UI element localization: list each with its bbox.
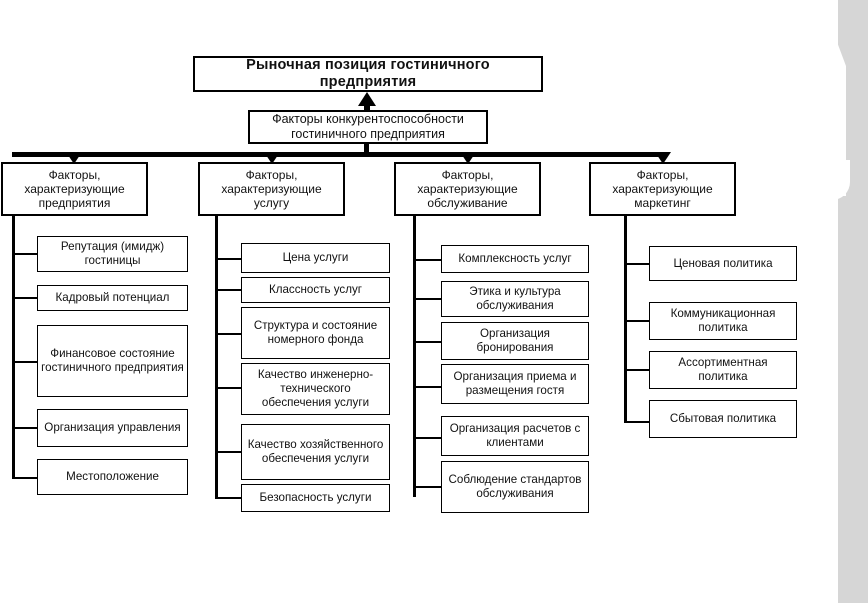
connector-stub-3-6 [413, 486, 441, 488]
arrow-bus-to-branch-1 [66, 152, 82, 164]
connector-stub-2-5 [215, 451, 242, 453]
connector-stub-1-2 [12, 297, 38, 299]
connector-trunk-branch-2 [215, 216, 218, 497]
connector-stub-3-1 [413, 259, 441, 261]
connector-stub-1-1 [12, 253, 38, 255]
leaf-management-organization: Организация управления [37, 409, 188, 447]
leaf-location: Местоположение [37, 459, 188, 495]
connector-stub-2-2 [215, 289, 242, 291]
connector-stub-4-3 [624, 369, 650, 371]
connector-stub-3-4 [413, 386, 441, 388]
leaf-client-settlement-organization: Организация расчетов с клиентами [441, 416, 589, 456]
leaf-economic-support-quality: Качество хозяйственного обеспечения услу… [241, 424, 390, 480]
leaf-booking-organization: Организация бронирования [441, 322, 589, 360]
connector-stub-4-1 [624, 263, 650, 265]
connector-trunk-branch-4 [624, 216, 627, 423]
root-node-market-position: Рыночная позиция гостиничного предприяти… [193, 56, 543, 92]
connector-level2-bus [12, 152, 664, 157]
connector-trunk-branch-1 [12, 216, 15, 479]
connector-trunk-branch-3 [413, 216, 416, 497]
leaf-reputation-image: Репутация (имидж) гостиницы [37, 236, 188, 272]
leaf-assortment-policy: Ассортиментная политика [649, 351, 797, 389]
leaf-engineering-support-quality: Качество инженерно-технического обеспече… [241, 363, 390, 415]
arrow-bus-to-branch-2 [264, 152, 280, 164]
arrow-bus-to-branch-4 [655, 152, 671, 164]
leaf-service-class: Классность услуг [241, 277, 390, 303]
connector-subtitle-root-stem [364, 104, 370, 110]
branch-heading-enterprise: Факторы, характеризующие предприятия [1, 162, 148, 216]
branch-heading-service: Факторы, характеризующие услугу [198, 162, 345, 216]
leaf-guest-reception-organization: Организация приема и размещения гостя [441, 364, 589, 404]
subtitle-node-competitiveness-factors: Факторы конкурентоспособности гостинично… [248, 110, 488, 144]
arrow-subtitle-to-root [358, 92, 376, 106]
leaf-financial-condition: Финансовое состояние гостиничного предпр… [37, 325, 188, 397]
connector-stub-4-2 [624, 320, 650, 322]
connector-stub-2-3 [215, 333, 242, 335]
connector-stub-1-3 [12, 361, 38, 363]
connector-stub-3-5 [413, 437, 441, 439]
branch-heading-marketing: Факторы, характеризующие маркетинг [589, 162, 736, 216]
connector-subtitle-down-stem [364, 144, 369, 154]
connector-stub-2-6 [215, 497, 242, 499]
leaf-service-price: Цена услуги [241, 243, 390, 273]
connector-stub-3-3 [413, 341, 441, 343]
connector-stub-1-5 [12, 477, 38, 479]
leaf-service-safety: Безопасность услуги [241, 484, 390, 512]
leaf-staff-potential: Кадровый потенциал [37, 285, 188, 311]
connector-stub-2-1 [215, 258, 242, 260]
leaf-service-standards-compliance: Соблюдение стандартов обслуживания [441, 461, 589, 513]
connector-stub-3-2 [413, 298, 441, 300]
page-curl-rounded-corner [828, 160, 850, 200]
branch-heading-servicing: Факторы, характеризующие обслуживание [394, 162, 541, 216]
leaf-ethics-and-culture: Этика и культура обслуживания [441, 281, 589, 317]
leaf-distribution-policy: Сбытовая политика [649, 400, 797, 438]
leaf-service-complexity: Комплексность услуг [441, 245, 589, 273]
leaf-communication-policy: Коммуникационная политика [649, 302, 797, 340]
leaf-pricing-policy: Ценовая политика [649, 246, 797, 281]
connector-stub-2-4 [215, 387, 242, 389]
connector-stub-1-4 [12, 427, 38, 429]
arrow-bus-to-branch-3 [460, 152, 476, 164]
connector-stub-4-4 [624, 421, 650, 423]
leaf-room-stock-structure: Структура и состояние номерного фонда [241, 307, 390, 359]
